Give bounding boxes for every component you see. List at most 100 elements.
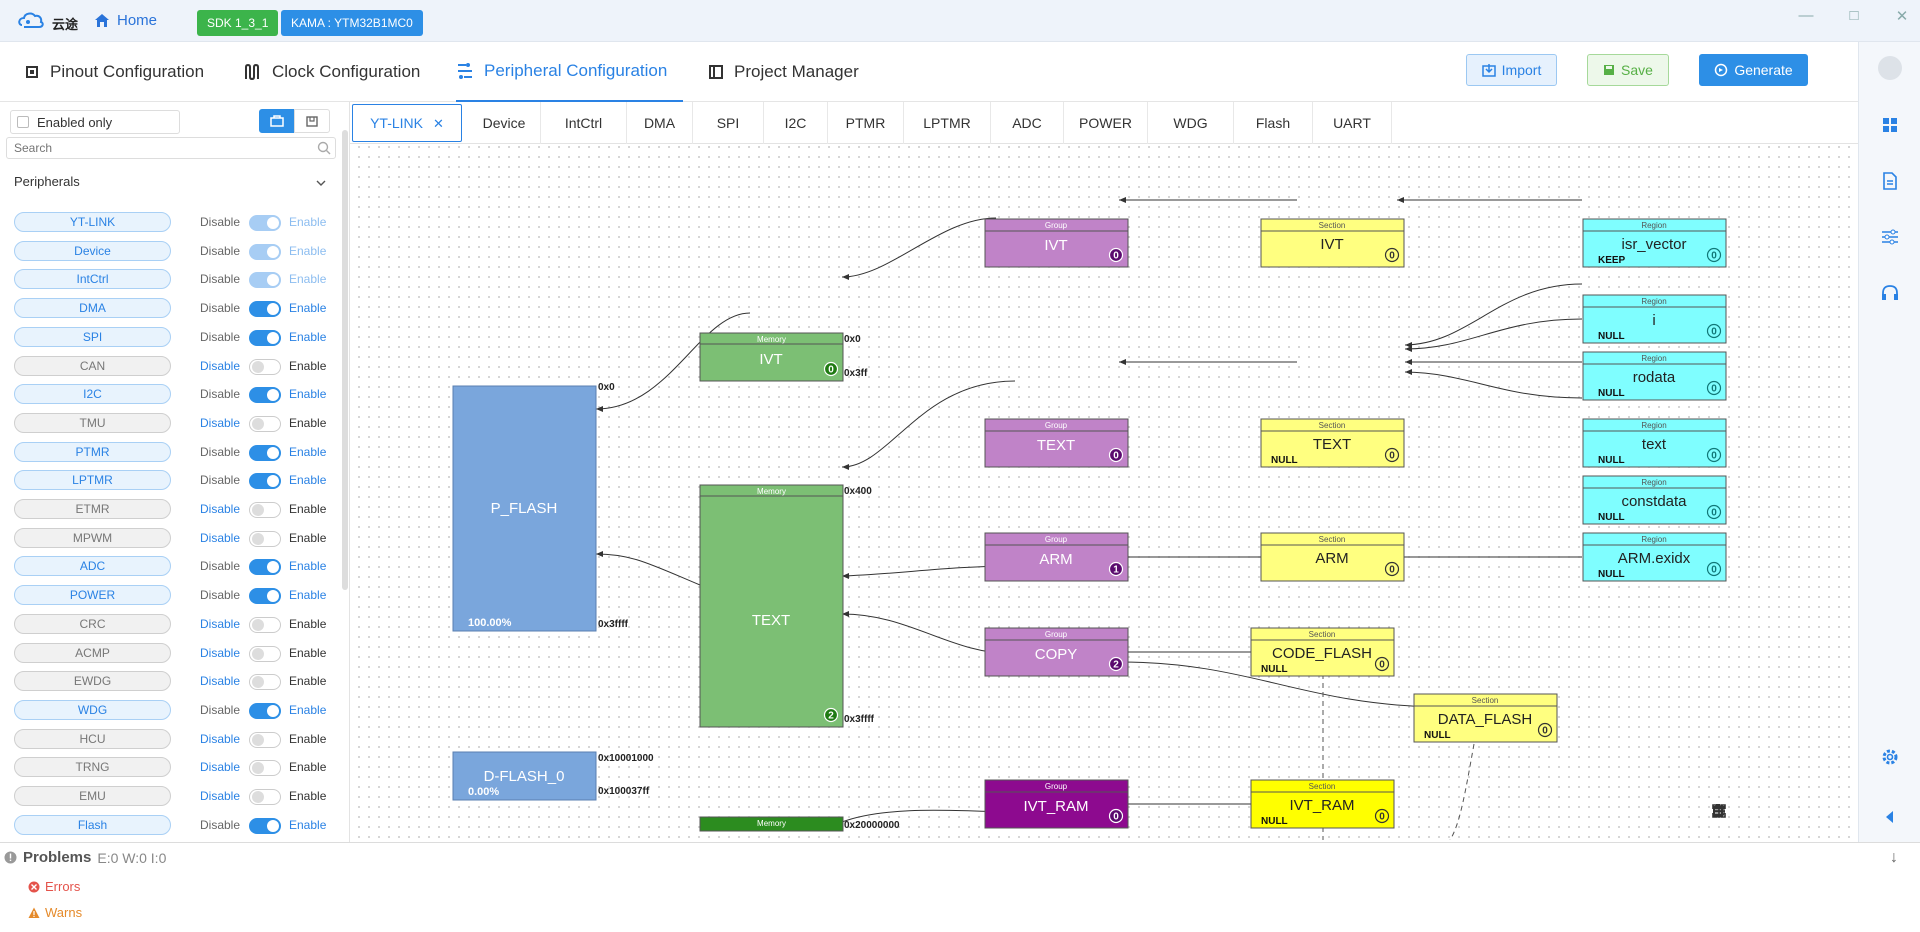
generate-button[interactable]: Generate: [1699, 54, 1808, 86]
peripheral-name-button[interactable]: Flash: [14, 814, 171, 835]
import-label: Import: [1501, 62, 1542, 78]
region-header: [1582, 418, 1727, 432]
search-input[interactable]: [6, 137, 336, 159]
sidebar-scrollbar[interactable]: [342, 130, 348, 590]
region-header-text: Region: [1641, 221, 1666, 230]
peripheral-toggle[interactable]: [249, 358, 281, 375]
peripheral-name-button[interactable]: CRC: [14, 613, 171, 634]
peripheral-name-button[interactable]: LPTMR: [14, 470, 171, 491]
problems-header[interactable]: Problems E:0 W:0 I:0: [4, 849, 166, 866]
subtab-dma[interactable]: DMA: [627, 102, 693, 144]
peripheral-toggle[interactable]: [249, 444, 281, 461]
peripheral-toggle[interactable]: [249, 731, 281, 748]
peripheral-name-button[interactable]: EWDG: [14, 671, 171, 692]
peripheral-toggle[interactable]: [249, 645, 281, 662]
zoom-out-icon[interactable]: [1712, 804, 1726, 818]
peripheral-toggle[interactable]: [249, 502, 281, 518]
peripheral-toggle[interactable]: [249, 789, 281, 805]
peripheral-toggle[interactable]: [249, 301, 281, 318]
subtab-adc[interactable]: ADC: [991, 102, 1064, 144]
peripheral-toggle[interactable]: [249, 559, 281, 576]
count-badge-text: 0: [1389, 451, 1395, 462]
disable-label: Disable: [200, 387, 241, 402]
peripheral-name-button[interactable]: TRNG: [14, 757, 171, 778]
peripheral-name-button[interactable]: POWER: [14, 585, 171, 606]
subtab-spi[interactable]: SPI: [693, 102, 764, 144]
subtab-wdg[interactable]: WDG: [1148, 102, 1234, 144]
peripheral-name-button[interactable]: IntCtrl: [14, 269, 171, 290]
arrow-down-icon[interactable]: ↓: [1890, 849, 1898, 866]
search-icon[interactable]: [317, 141, 331, 155]
peripheral-toggle[interactable]: [249, 272, 281, 289]
subtab-i2c[interactable]: I2C: [764, 102, 828, 144]
peripheral-name-button[interactable]: ACMP: [14, 642, 171, 663]
gear-icon[interactable]: [1879, 746, 1901, 768]
tab-peripheral-configuration[interactable]: Peripheral Configuration: [456, 42, 668, 102]
tab-clock-configuration[interactable]: Clock Configuration: [244, 42, 420, 102]
peripheral-name-button[interactable]: EMU: [14, 786, 171, 806]
chevron-down-icon[interactable]: [316, 178, 326, 188]
subtab-device[interactable]: Device: [468, 102, 541, 144]
close-tab-icon[interactable]: ✕: [433, 116, 444, 131]
peripheral-name-button[interactable]: YT-LINK: [14, 212, 171, 232]
peripheral-toggle[interactable]: [249, 674, 281, 691]
grid-icon[interactable]: [1879, 114, 1901, 136]
peripheral-toggle[interactable]: [249, 760, 281, 777]
peripheral-toggle[interactable]: [249, 415, 281, 432]
fit-screen-icon[interactable]: [1712, 804, 1726, 818]
subtab-intctrl[interactable]: IntCtrl: [541, 102, 627, 144]
enabled-only-checkbox[interactable]: Enabled only: [10, 110, 180, 134]
warns-item[interactable]: Warns: [28, 905, 82, 920]
peripheral-toggle[interactable]: [249, 329, 281, 346]
peripheral-toggle[interactable]: [249, 817, 281, 834]
home-link[interactable]: Home: [94, 12, 157, 29]
peripheral-name-button[interactable]: DMA: [14, 298, 171, 319]
collapse-left-icon[interactable]: [1879, 806, 1901, 828]
import-button[interactable]: Import: [1466, 54, 1557, 86]
avatar[interactable]: [1878, 56, 1902, 80]
peripheral-toggle[interactable]: [249, 473, 281, 490]
document-icon[interactable]: [1879, 170, 1901, 192]
view-package-button[interactable]: [294, 109, 330, 133]
save-button[interactable]: Save: [1587, 54, 1669, 86]
peripheral-toggle[interactable]: [249, 702, 281, 719]
view-list-button[interactable]: [259, 109, 295, 133]
subtab-yt-link[interactable]: YT-LINK✕: [352, 104, 462, 142]
peripheral-name-button[interactable]: I2C: [14, 384, 171, 405]
peripheral-name-button[interactable]: MPWM: [14, 527, 171, 548]
peripheral-toggle[interactable]: [249, 215, 281, 231]
peripheral-toggle[interactable]: [249, 588, 281, 605]
peripheral-toggle[interactable]: [249, 243, 281, 260]
tab-project-manager[interactable]: Project Manager: [708, 42, 859, 102]
peripheral-name-button[interactable]: CAN: [14, 355, 171, 376]
peripheral-name-button[interactable]: Device: [14, 240, 171, 261]
subtab-label: SPI: [716, 115, 740, 131]
peripheral-name-button[interactable]: ETMR: [14, 499, 171, 519]
subtab-ptmr[interactable]: PTMR: [828, 102, 904, 144]
headset-icon[interactable]: [1879, 282, 1901, 304]
sdk-version-badge[interactable]: SDK 1_3_1: [197, 10, 279, 36]
peripheral-toggle[interactable]: [249, 530, 281, 547]
peripheral-name-button[interactable]: HCU: [14, 728, 171, 749]
peripheral-name-button[interactable]: TMU: [14, 412, 171, 433]
errors-item[interactable]: Errors: [28, 879, 80, 894]
chip-model-badge[interactable]: KAMA : YTM32B1MC0: [281, 10, 423, 36]
peripheral-name-button[interactable]: WDG: [14, 699, 171, 720]
subtab-flash[interactable]: Flash: [1234, 102, 1313, 144]
subtab-lptmr[interactable]: LPTMR: [904, 102, 991, 144]
tab-pinout-configuration[interactable]: Pinout Configuration: [24, 42, 204, 102]
subtab-uart[interactable]: UART: [1313, 102, 1392, 144]
subtab-label: PTMR: [845, 115, 886, 131]
peripheral-name-button[interactable]: ADC: [14, 556, 171, 577]
peripheral-toggle[interactable]: [249, 616, 281, 633]
peripheral-toggle[interactable]: [249, 387, 281, 404]
peripheral-name-button[interactable]: PTMR: [14, 441, 171, 462]
sliders-icon[interactable]: [1879, 226, 1901, 248]
minimize-icon[interactable]: —: [1798, 7, 1814, 24]
peripheral-name-button[interactable]: SPI: [14, 326, 171, 347]
group-label: COPY: [1035, 646, 1078, 663]
close-window-icon[interactable]: ✕: [1895, 8, 1909, 25]
maximize-icon[interactable]: □: [1849, 7, 1859, 24]
subtab-power[interactable]: POWER: [1064, 102, 1148, 144]
